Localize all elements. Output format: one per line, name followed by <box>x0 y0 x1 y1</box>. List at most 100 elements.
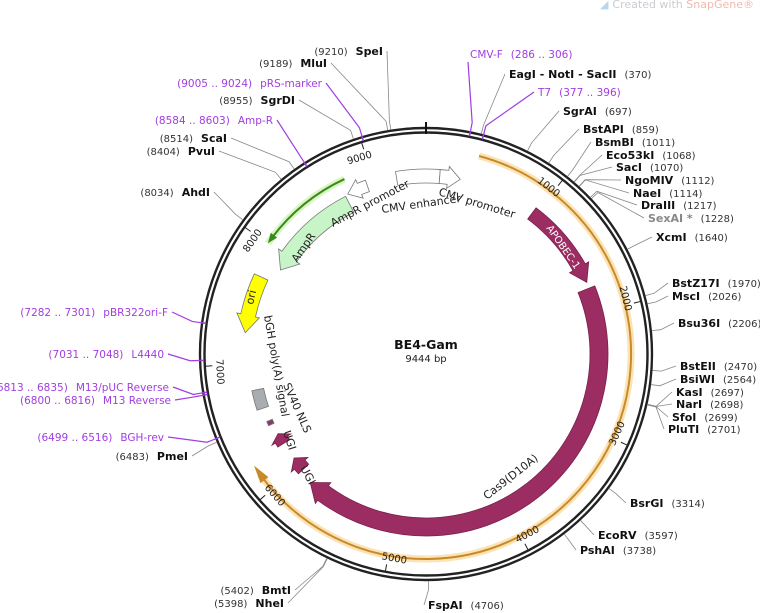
site-name: BsiWI <box>680 373 715 386</box>
site-label[interactable]: (5402)BmtI <box>221 584 291 597</box>
feature-apobec-1[interactable] <box>527 207 590 284</box>
primer-label[interactable]: (6499 .. 6516)BGH-rev <box>37 432 164 444</box>
feature-ori[interactable] <box>236 273 269 334</box>
primer-label[interactable]: CMV-F(286 .. 306) <box>470 49 572 61</box>
site-name: NarI <box>676 398 702 411</box>
feature-bgh-poly-a-signal[interactable] <box>251 387 270 411</box>
site-label[interactable]: (6483)PmeI <box>116 450 188 463</box>
primer-label[interactable]: (7031 .. 7048)L4440 <box>48 349 164 361</box>
primer-label[interactable]: (7282 .. 7301)pBR322ori-F <box>20 307 168 319</box>
tick-label: 9000 <box>346 149 374 167</box>
site-label[interactable]: FspAI(4706) <box>428 599 504 612</box>
site-label[interactable]: NgoMIV(1112) <box>625 174 715 187</box>
tick-mark <box>620 441 628 446</box>
primer-label[interactable]: (6800 .. 6816)M13 Reverse <box>20 395 171 407</box>
site-label[interactable]: BstZ17I(1970) <box>672 277 760 290</box>
site-label[interactable]: NarI(2698) <box>676 398 744 411</box>
site-name: BstEII <box>680 360 716 373</box>
site-label[interactable]: Bsu36I(2206) <box>678 317 760 330</box>
snapgene-watermark: ◢Created with SnapGene® <box>599 0 754 11</box>
site-position: (1068) <box>662 151 695 162</box>
site-label[interactable]: SgrAI(697) <box>563 105 632 118</box>
site-name: MscI <box>672 290 700 303</box>
site-label[interactable]: SacI(1070) <box>616 161 683 174</box>
site-position: (8404) <box>147 147 180 158</box>
feature-cas9-d10a-[interactable] <box>309 285 609 537</box>
site-name: KasI <box>676 386 703 399</box>
primer-label[interactable]: (8584 .. 8603)Amp-R <box>155 115 273 127</box>
site-label[interactable]: EcoRV(3597) <box>598 529 678 542</box>
site-label[interactable]: (8514)ScaI <box>160 132 227 145</box>
primer-connector <box>467 61 473 131</box>
site-label[interactable]: (8034)AhdI <box>140 186 210 199</box>
site-position: (2699) <box>704 413 737 424</box>
site-label[interactable]: BsmBI(1011) <box>595 136 675 149</box>
feature-label-apobec[interactable]: APOBEC-1 <box>544 223 582 271</box>
primer-label[interactable]: (9005 .. 9024)pRS-marker <box>177 78 323 90</box>
primer-mark <box>303 161 308 168</box>
tick-label: 1000 <box>535 175 562 199</box>
site-label[interactable]: (8955)SgrDI <box>219 94 295 107</box>
primer-label[interactable]: T7(377 .. 396) <box>537 87 621 99</box>
site-label[interactable]: BsiWI(2564) <box>680 373 756 386</box>
site-label[interactable]: Eco53kI (1068) <box>606 149 696 162</box>
orf-arc[interactable] <box>259 155 632 560</box>
site-position: (1011) <box>642 138 675 149</box>
primer-position: (7031 .. 7048) <box>48 349 123 361</box>
primer-position: (377 .. 396) <box>559 87 621 99</box>
site-position: (2026) <box>708 292 741 303</box>
site-label[interactable]: EagI - NotI - SacII(370) <box>509 68 652 81</box>
feature-cmv-promoter[interactable] <box>438 165 461 190</box>
tick-mark <box>259 494 266 501</box>
site-connector <box>650 378 677 387</box>
site-connector <box>218 150 282 180</box>
primer-name: pBR322ori-F <box>103 307 168 319</box>
site-connector <box>652 365 677 372</box>
feature-ugi[interactable] <box>270 433 293 448</box>
site-label[interactable]: (5398)NheI <box>214 597 284 610</box>
site-label[interactable]: (9210)SpeI <box>314 45 383 58</box>
primer-label[interactable]: (6813 .. 6835)M13/pUC Reverse <box>0 382 169 394</box>
feature-ugi[interactable] <box>290 456 310 475</box>
site-label[interactable]: (9189)MluI <box>259 57 327 70</box>
feature-sv40-nls[interactable] <box>266 418 275 427</box>
site-name: BsrGI <box>630 497 663 510</box>
site-label[interactable]: XcmI(1640) <box>656 231 728 244</box>
tick-mark <box>524 543 529 551</box>
site-label[interactable]: SfoI(2699) <box>672 411 738 424</box>
site-label[interactable]: KasI(2697) <box>676 386 744 399</box>
site-label[interactable]: PshAI(3738) <box>580 544 656 557</box>
site-name: SexAI * <box>648 212 693 225</box>
site-position: (8955) <box>219 96 252 107</box>
site-label[interactable]: (8404)PvuI <box>147 145 215 158</box>
plasmid-size: 9444 bp <box>405 354 446 365</box>
site-position: (9189) <box>259 59 292 70</box>
ampr-orf-arc[interactable] <box>271 178 345 239</box>
feature-ampr-promoter[interactable] <box>347 178 370 199</box>
site-label[interactable]: BstAPI(859) <box>583 123 659 136</box>
feature-label-ugi-1[interactable]: UGI <box>280 429 298 452</box>
site-label[interactable]: BstEII(2470) <box>680 360 757 373</box>
site-label[interactable]: BsrGI(3314) <box>630 497 705 510</box>
site-name: DraIII <box>641 199 675 212</box>
primer-mark <box>214 436 221 440</box>
primer-name: BGH-rev <box>120 432 164 444</box>
site-connector <box>647 404 665 430</box>
site-label[interactable]: MscI (2026) <box>672 290 741 303</box>
primer-connector <box>276 119 305 162</box>
site-name: BmtI <box>262 584 291 597</box>
site-label[interactable]: SexAI *(1228) <box>648 212 734 225</box>
site-connector <box>591 191 645 219</box>
feature-ampr[interactable] <box>278 195 355 271</box>
site-label[interactable]: PluTI(2701) <box>668 423 741 436</box>
site-name: NaeI <box>633 187 661 200</box>
site-connector <box>567 141 592 177</box>
site-connector <box>298 99 354 140</box>
site-position: (370) <box>625 70 652 81</box>
feature-label-ori[interactable]: ori <box>243 289 259 306</box>
site-label[interactable]: NaeI(1114) <box>633 187 703 200</box>
site-label[interactable]: DraIII(1217) <box>641 199 717 212</box>
site-name: Eco53kI <box>606 149 654 162</box>
tick-label: 5000 <box>381 551 408 566</box>
site-name: PmeI <box>157 450 188 463</box>
